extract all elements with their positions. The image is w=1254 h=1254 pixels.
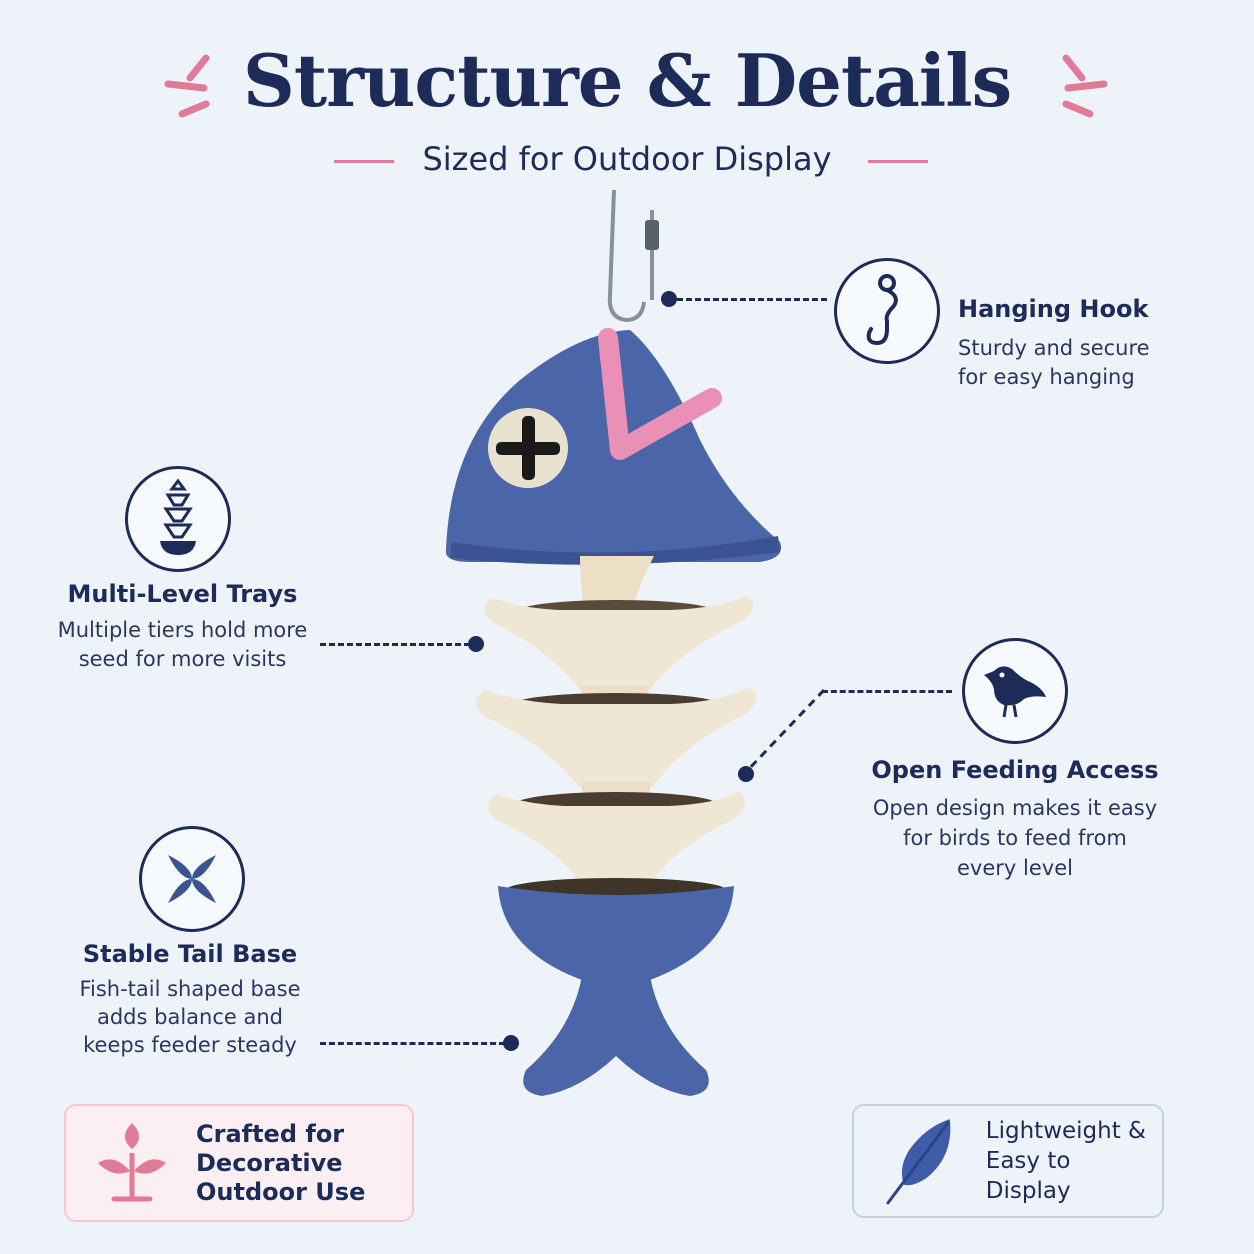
decorative-card-line-1: Crafted for	[196, 1119, 345, 1148]
hook-feature-desc-2: for easy hanging	[958, 365, 1135, 389]
tail-feature-title: Stable Tail Base	[82, 940, 298, 968]
tiered-tray-icon	[160, 478, 196, 555]
tray-icon-badge	[125, 466, 231, 572]
tray-feature-desc-2: seed for more visits	[78, 647, 287, 671]
lightweight-card-line-1: Lightweight &	[985, 1118, 1146, 1144]
hook-icon	[866, 274, 898, 346]
feeding-feature-desc-2: for birds to feed from	[903, 826, 1127, 850]
hook-icon-badge	[834, 258, 940, 364]
tray-feature-desc-1: Multiple tiers hold more	[57, 618, 308, 642]
feeding-callout-dot	[738, 766, 754, 782]
feeding-feature-desc-3: every level	[957, 856, 1073, 880]
hook-feature-desc-1: Sturdy and secure	[958, 336, 1150, 360]
lightweight-card: Lightweight & Easy to Display	[852, 1104, 1164, 1218]
tail-callout-dot	[503, 1035, 519, 1051]
fish-tail-icon	[168, 855, 216, 903]
hook-feature-title: Hanging Hook	[958, 295, 1149, 323]
hook-callout-line	[677, 298, 827, 301]
title-sparkle-right	[1062, 54, 1108, 118]
decorative-card-line-2: Decorative	[196, 1148, 343, 1177]
feeder-mouth	[598, 328, 722, 460]
fish-feeder-illustration	[445, 190, 782, 1096]
page-title: Structure & Details	[242, 38, 1012, 123]
feather-icon	[886, 1119, 951, 1205]
hook-wire	[607, 190, 646, 323]
sprout-icon	[98, 1123, 166, 1202]
tray-callout-line	[320, 643, 470, 646]
feeding-feature-desc-1: Open design makes it easy	[872, 796, 1158, 820]
tray-feature-title: Multi-Level Trays	[67, 580, 298, 608]
bird-icon	[984, 666, 1046, 718]
tray-callout-dot	[468, 636, 484, 652]
page-subtitle: Sized for Outdoor Display	[422, 140, 832, 178]
fish-tail-base	[523, 976, 709, 1096]
subtitle-rule-right	[868, 160, 928, 163]
feeding-callout-line-diagonal	[744, 688, 826, 774]
tray-tier-2	[476, 688, 757, 786]
tail-feature-desc-1: Fish-tail shaped base	[79, 977, 301, 1001]
lightweight-card-line-2: Easy to Display	[985, 1148, 1071, 1204]
tail-feature-desc-3: keeps feeder steady	[83, 1033, 297, 1057]
tail-callout-line	[320, 1042, 505, 1045]
subtitle-rule-left	[334, 160, 394, 163]
tray-tier-1	[484, 596, 754, 690]
hook-callout-dot	[661, 291, 677, 307]
feeding-callout-line-horizontal	[822, 690, 952, 693]
title-sparkle-left	[164, 54, 210, 118]
tail-icon-badge	[139, 826, 245, 932]
tray-tier-3	[488, 792, 746, 882]
tail-feature-desc-2: adds balance and	[96, 1005, 283, 1029]
bird-icon-badge	[962, 638, 1068, 744]
base-bowl	[498, 886, 734, 980]
feeding-feature-title: Open Feeding Access	[871, 756, 1159, 784]
decorative-use-card: Crafted for Decorative Outdoor Use	[64, 1104, 414, 1222]
decorative-card-line-3: Outdoor Use	[196, 1177, 366, 1206]
